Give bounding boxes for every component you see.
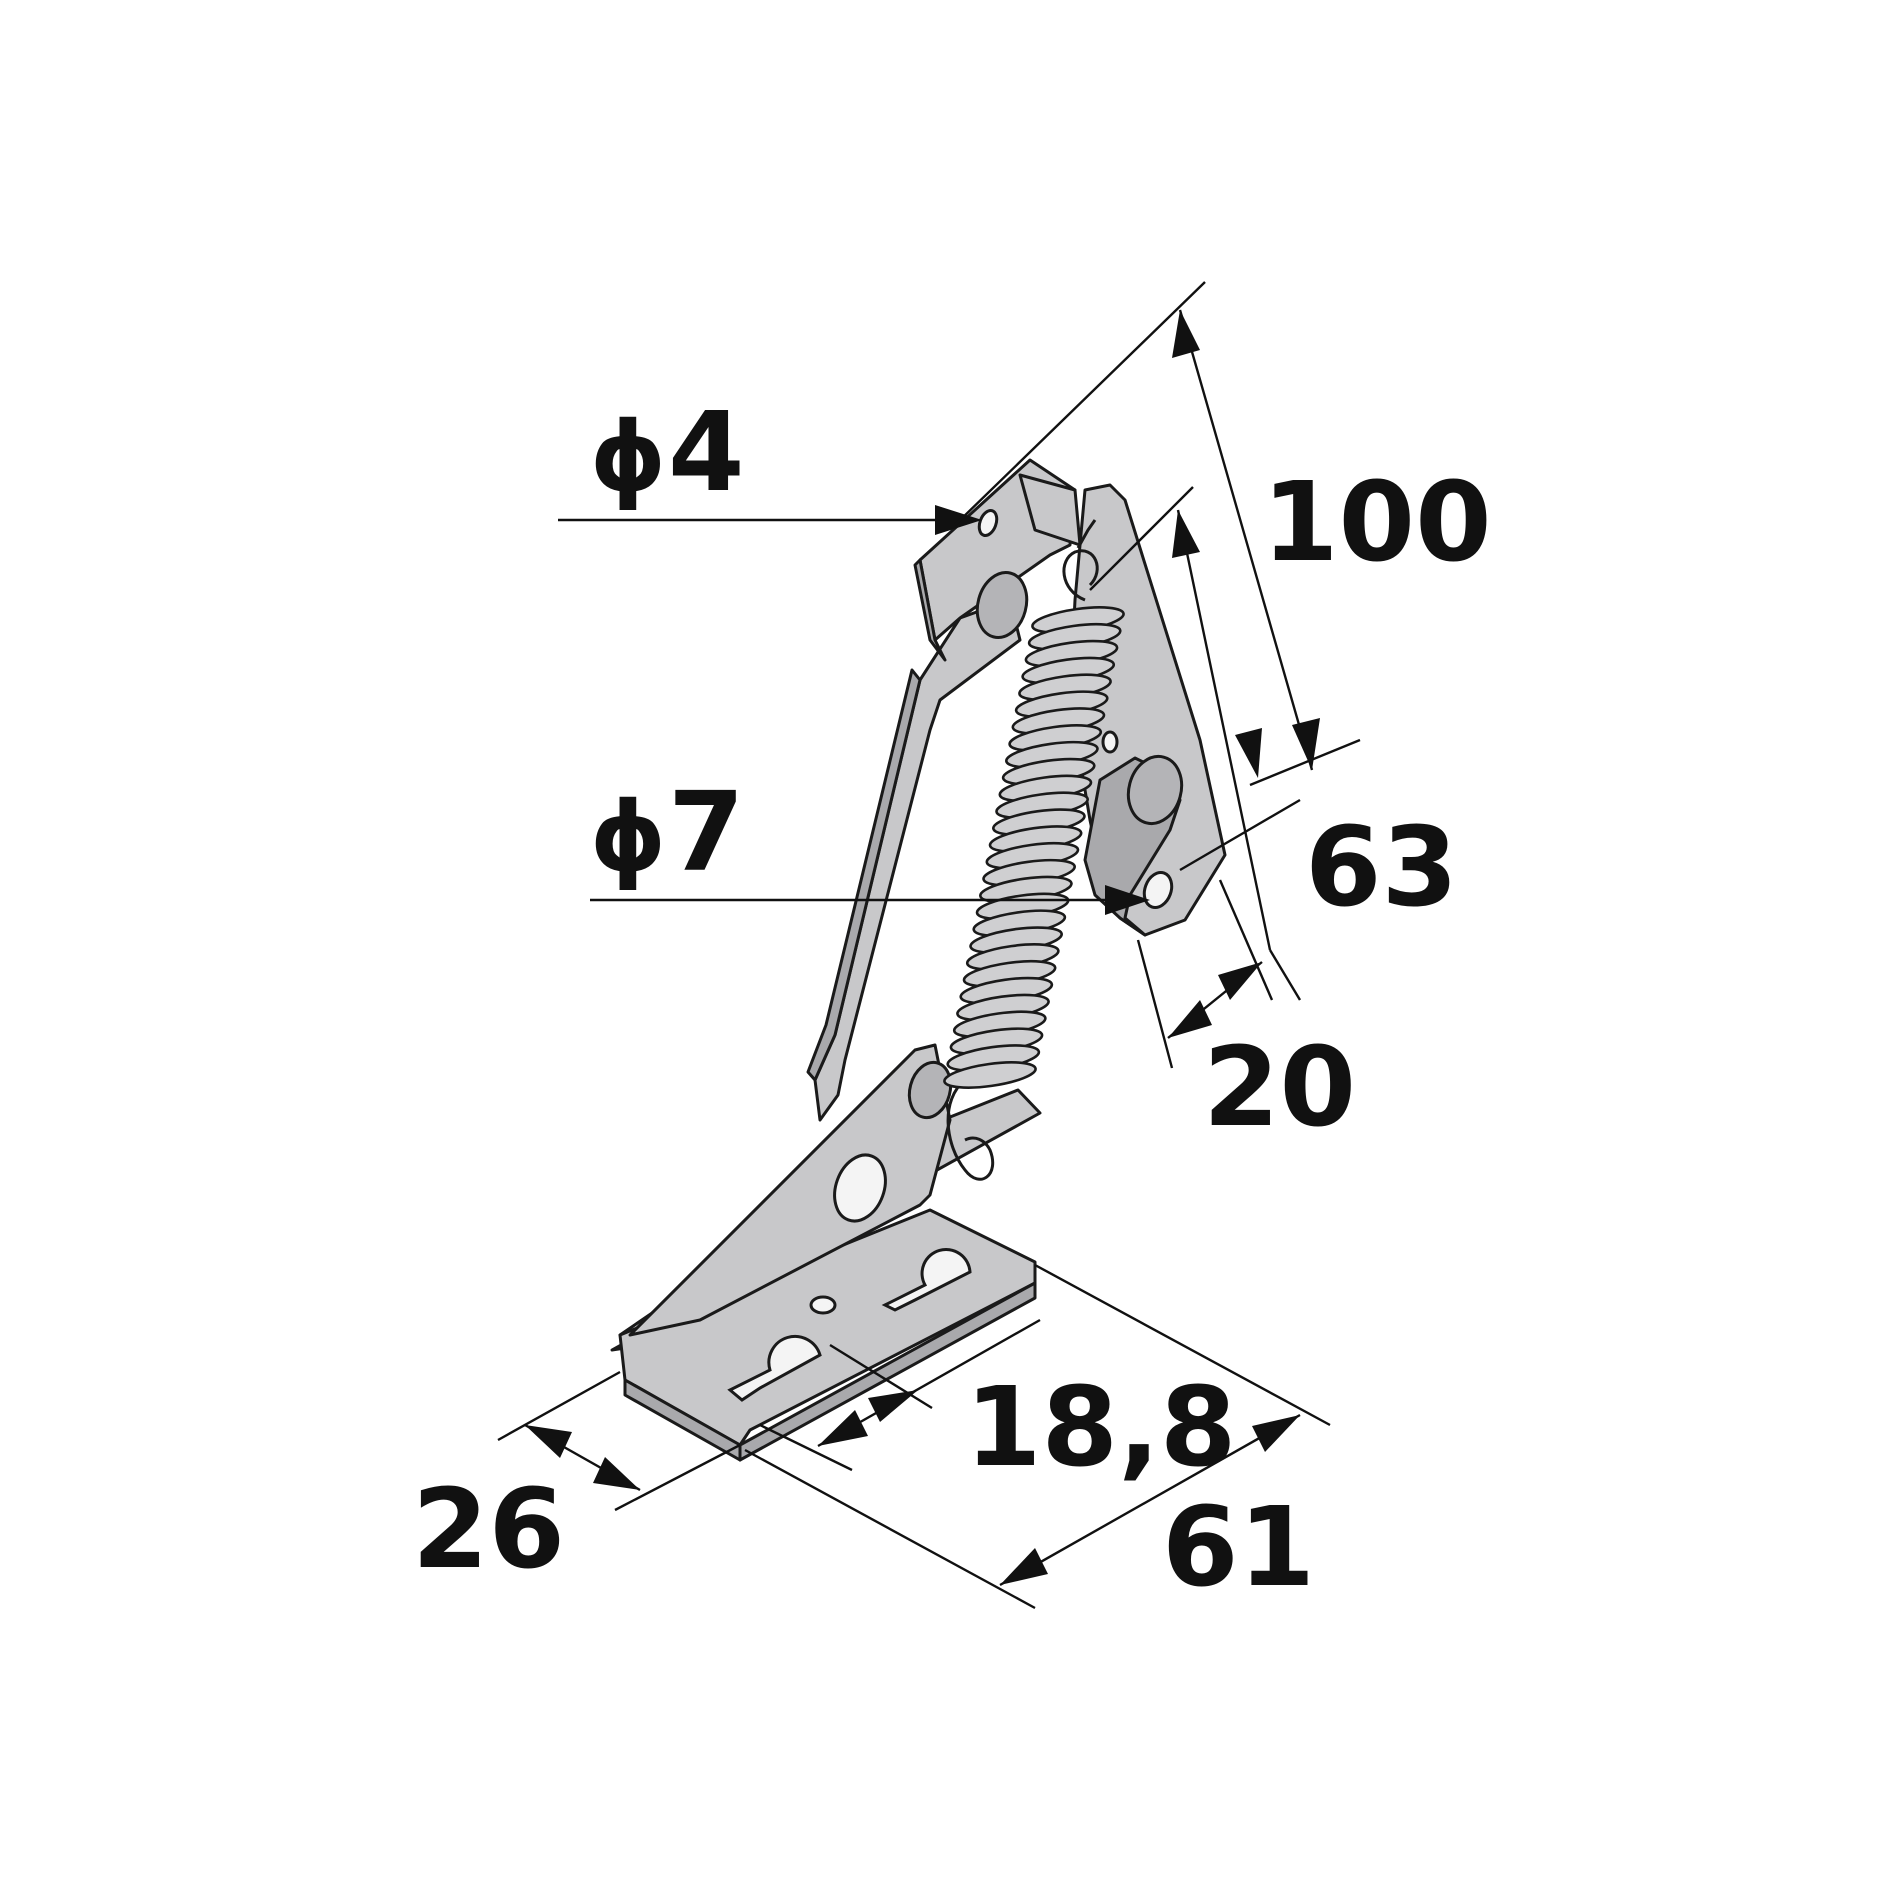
extension-20-left — [1136, 939, 1174, 1069]
extension-61-right — [1034, 1263, 1331, 1427]
arrow-26-top — [525, 1425, 572, 1458]
lower-bracket — [628, 1043, 952, 1337]
extension-20-right — [1218, 879, 1274, 1001]
right-arm-pin-hole — [1101, 730, 1119, 754]
spring — [943, 519, 1125, 1181]
label-hole-small-value: 4 — [668, 388, 745, 516]
extension-100-bottom — [1249, 738, 1361, 787]
top-plate-edge — [913, 558, 947, 662]
extension-100-top — [954, 281, 1206, 526]
extension-63-top — [1089, 486, 1194, 591]
label-base-slot-spacing: 18,8 — [965, 1363, 1236, 1491]
arrow-18-8-b — [868, 1390, 918, 1422]
right-rivet — [1126, 754, 1184, 826]
extension-26-top — [497, 1370, 621, 1442]
base-plate-edge-front — [738, 1281, 1037, 1462]
spring-top-hook — [1062, 519, 1099, 602]
spring-coils — [943, 606, 1125, 1089]
arrow-20-left — [1168, 1000, 1212, 1038]
extension-18-8-bottom — [759, 1423, 853, 1472]
top-rivet — [975, 571, 1029, 639]
base-keyhole-slot-left — [727, 1334, 822, 1402]
arrow-63-bottom — [1235, 728, 1262, 778]
dimline-63 — [1176, 509, 1272, 951]
right-hole — [1142, 871, 1174, 909]
dimline-100 — [1178, 309, 1314, 771]
dimension-lines — [497, 281, 1361, 1610]
spring-bottom-hook — [946, 1078, 995, 1181]
arrow-63-top — [1172, 510, 1200, 558]
dimension-labels: ϕ 4 ϕ 7 100 63 20 18,8 61 26 — [412, 388, 1492, 1611]
base-small-hole — [809, 1295, 837, 1315]
lower-rivet — [907, 1060, 953, 1120]
lower-bracket-hole — [833, 1153, 887, 1223]
label-base-width: 26 — [412, 1465, 565, 1593]
label-arm-hole-spacing: 63 — [1305, 803, 1458, 931]
arrow-18-8-a — [818, 1410, 868, 1446]
label-base-length: 61 — [1162, 1483, 1315, 1611]
dimline-63-ext — [1268, 949, 1302, 1001]
arrow-100-bottom — [1292, 718, 1320, 770]
arrow-61-left — [1000, 1548, 1048, 1585]
label-arm-width: 20 — [1203, 1023, 1356, 1151]
hinge-part — [610, 458, 1227, 1462]
label-arm-length: 100 — [1262, 458, 1492, 586]
long-arm-edge — [806, 668, 922, 1082]
arrow-61-right — [1252, 1415, 1300, 1452]
arrow-20-right — [1218, 962, 1262, 1000]
label-hole-large-value: 7 — [668, 768, 745, 896]
label-hole-small-symbol: ϕ — [590, 401, 666, 513]
extension-18-8-top — [829, 1343, 933, 1410]
dimline-61 — [999, 1413, 1301, 1587]
extension-63-bottom — [1179, 798, 1301, 872]
spring-coil — [943, 1061, 1037, 1089]
arrowhead-hole-large — [1105, 885, 1150, 915]
base-keyhole-slot-right — [881, 1247, 972, 1312]
extension-26-bottom — [614, 1443, 741, 1512]
label-hole-large-symbol: ϕ — [590, 781, 666, 893]
arrow-26-bottom — [593, 1457, 640, 1490]
arrow-100-top — [1172, 310, 1200, 358]
extension-61-left — [744, 1448, 1036, 1610]
